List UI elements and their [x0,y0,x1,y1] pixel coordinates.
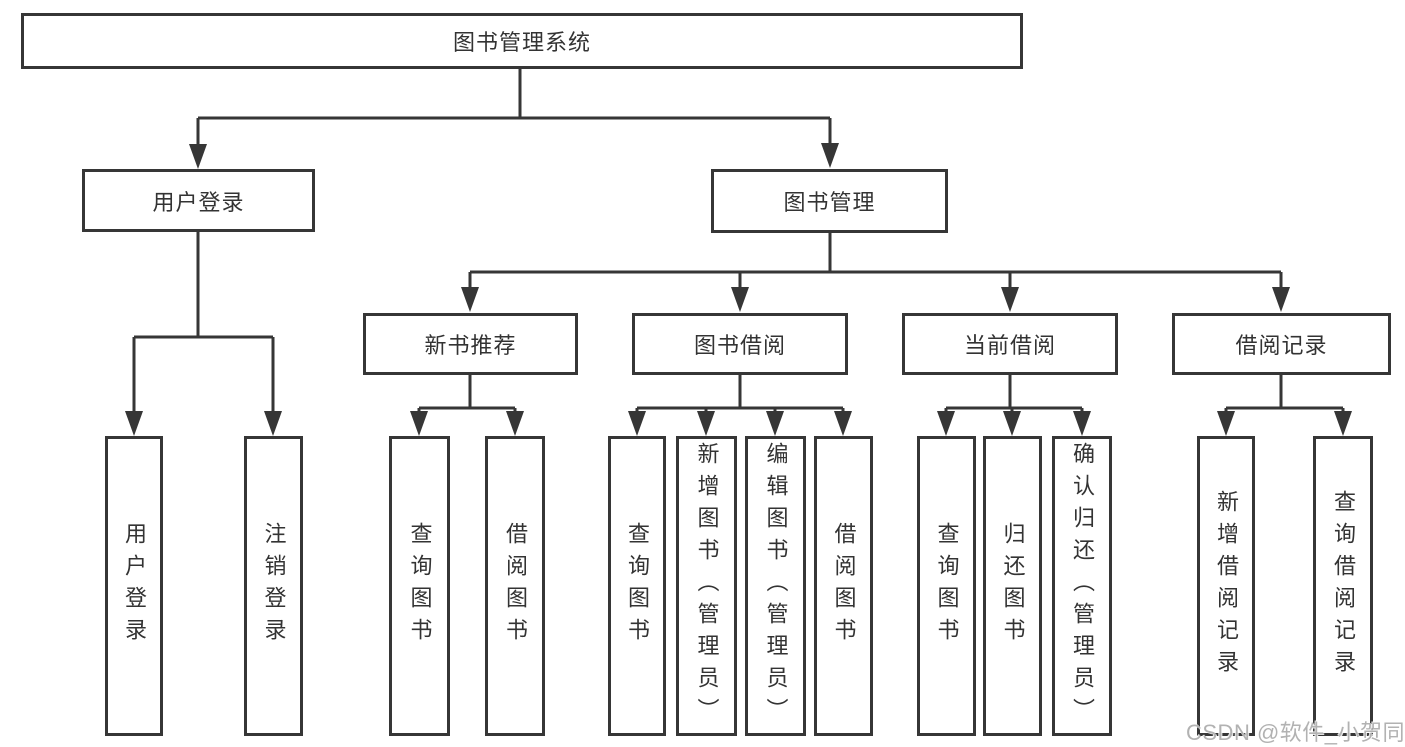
node-label: 查询图书 [625,522,650,650]
leaf-borrow-books-borrowing: 借阅图书 [814,436,873,736]
node-book-management: 图书管理 [711,169,948,233]
node-label: 用户登录 [152,189,245,215]
leaf-borrow-books-recommend: 借阅图书 [485,436,545,736]
node-label: 查询图书 [407,522,433,650]
node-label: 用户登录 [122,522,147,650]
leaf-query-borrow-record: 查询借阅记录 [1313,436,1373,736]
node-label: 查询图书 [934,522,960,650]
leaf-add-book-admin: 新增图书（管理员） [676,436,737,736]
node-new-book-recommendation: 新书推荐 [363,313,578,375]
node-label: 注销登录 [261,522,287,650]
arrowheads [125,143,1352,436]
node-label: 新书推荐 [424,333,517,358]
node-book-borrowing: 图书借阅 [632,313,848,375]
leaf-logout: 注销登录 [244,436,303,736]
node-label: 图书管理系统 [452,30,591,55]
leaf-add-borrow-record: 新增借阅记录 [1197,436,1255,736]
node-label: 查询借阅记录 [1331,490,1356,682]
leaf-return-book: 归还图书 [983,436,1042,736]
node-label: 新增图书（管理员） [694,442,720,730]
tree-edges [132,69,1345,413]
node-label: 借阅图书 [831,522,857,650]
node-label: 归还图书 [1000,522,1026,650]
leaf-confirm-return-admin: 确认归还（管理员） [1052,436,1112,736]
leaf-user-login: 用户登录 [105,436,163,736]
node-label: 编辑图书（管理员） [763,442,789,730]
node-label: 图书管理 [783,190,876,215]
node-user-login: 用户登录 [82,169,315,232]
leaf-query-books-borrowing: 查询图书 [608,436,666,736]
node-borrowing-records: 借阅记录 [1172,313,1391,375]
node-label: 图书借阅 [693,333,786,358]
csdn-watermark: CSDN @软件_小贺同学 [1186,720,1405,745]
node-label: 当前借阅 [963,333,1056,358]
node-current-borrowing: 当前借阅 [902,313,1118,375]
node-label: 借阅记录 [1235,333,1328,358]
leaf-edit-book-admin: 编辑图书（管理员） [745,436,806,736]
leaf-query-books-recommend: 查询图书 [389,436,450,736]
node-root-system: 图书管理系统 [21,13,1023,69]
node-label: 确认归还（管理员） [1070,442,1095,730]
node-label: 借阅图书 [503,522,528,650]
leaf-query-books-current: 查询图书 [917,436,976,736]
node-label: 新增借阅记录 [1214,490,1239,682]
